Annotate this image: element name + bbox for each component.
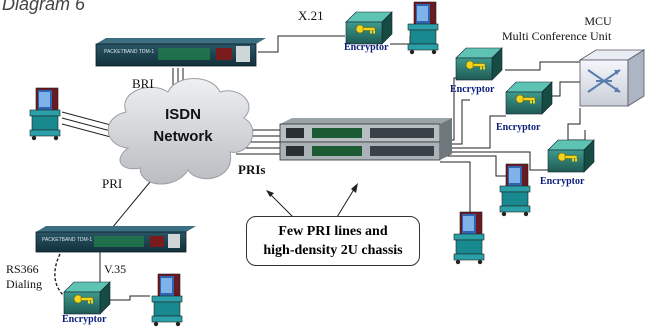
encryptor-top-to-endpoint <box>390 36 411 45</box>
tdm-device-bottom: PACKETBAND TDM-1 <box>35 226 196 253</box>
connections <box>54 35 586 301</box>
encryptor-right-2 <box>505 81 553 115</box>
encryptor-right-3 <box>547 139 595 173</box>
encryptor-right-1-label: Encryptor <box>450 84 495 95</box>
network-label: Network <box>153 128 213 145</box>
endpoint-top <box>407 1 439 55</box>
rs366-label: RS366 <box>6 262 39 276</box>
svg-text:PACKETBAND TDM-1: PACKETBAND TDM-1 <box>42 237 92 243</box>
arrowhead-right <box>351 183 358 193</box>
encryptor-top-label: Encryptor <box>344 42 389 53</box>
mcu-full-label: Multi Conference Unit <box>502 29 612 43</box>
pris-label: PRIs <box>238 162 266 177</box>
callout-line-2: high-density 2U chassis <box>263 243 403 258</box>
chassis-to-enc2 <box>442 115 506 149</box>
v35-label: V.35 <box>104 262 127 276</box>
diagram-title: Diagram 6 <box>2 0 86 14</box>
callout-box: Few PRI lines and high-density 2U chassi… <box>246 216 420 266</box>
isdn-cloud <box>107 78 254 185</box>
dialing-label: Dialing <box>6 277 42 291</box>
encryptor-right-2-label: Encryptor <box>496 122 541 133</box>
tdm-device-top: PACKETBAND TDM-1 <box>95 38 266 67</box>
bri-label: BRI <box>132 76 154 91</box>
callout-line-1: Few PRI lines and <box>278 224 388 239</box>
encryptor-right-3-label: Encryptor <box>540 176 585 187</box>
svg-text:PACKETBAND TDM-1: PACKETBAND TDM-1 <box>104 49 154 55</box>
chassis-2u <box>279 118 452 161</box>
arrowhead-left <box>266 190 274 197</box>
endpoint-left <box>29 87 61 141</box>
encryptor-right-1 <box>455 47 503 81</box>
encryptor-bottom-label: Encryptor <box>62 314 107 325</box>
chassis-to-endpoint-right <box>442 155 506 177</box>
mcu-device <box>578 49 645 107</box>
endpoint-bottom <box>151 273 183 327</box>
isdn-label: ISDN <box>165 106 201 123</box>
pri-lines-to-chassis <box>236 129 282 155</box>
chassis-to-endpoint-bottom <box>440 161 471 220</box>
endpoint-bottom-right <box>453 211 485 265</box>
encryptor-bottom-to-endpoint <box>110 295 150 301</box>
pri-down-link <box>111 181 151 229</box>
x21-link <box>258 35 345 53</box>
endpoint-right <box>499 163 531 217</box>
chassis-to-enc4 <box>442 151 548 171</box>
encryptor-bottom <box>63 281 111 315</box>
mcu-label: MCU <box>584 14 612 28</box>
encryptor-top <box>345 11 393 45</box>
x21-label: X.21 <box>298 8 324 23</box>
pri-label: PRI <box>102 176 123 191</box>
